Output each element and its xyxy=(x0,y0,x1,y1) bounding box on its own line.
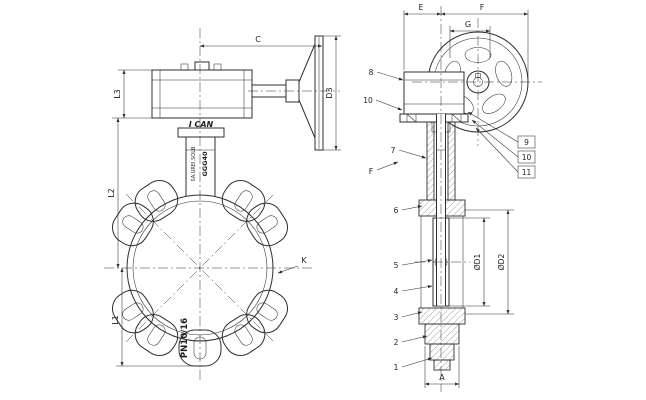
section-centerlines xyxy=(412,6,542,392)
dim-label-a: A xyxy=(439,373,445,382)
front-centerlines xyxy=(104,28,340,382)
section-view: E F G ØD1 ØD2 A 8 xyxy=(363,3,542,392)
callout-3: 3 xyxy=(394,313,399,322)
dim-label-e: E xyxy=(418,3,423,12)
dim-label-d2: ØD2 xyxy=(497,254,506,271)
valve-neck: SA.UREI.SOLB GGG40 xyxy=(177,127,225,196)
section-callouts-right: 9 10 11 xyxy=(467,111,536,179)
actuator-brand-label: I CAN xyxy=(189,120,214,129)
section-callouts-left: 8 10 7 F 6 5 4 3 2 1 xyxy=(363,68,433,372)
callout-10-right: 10 xyxy=(522,153,532,162)
dim-label-d1: ØD1 xyxy=(473,254,482,271)
front-dimensions: C D3 L3 L2 L1 K xyxy=(107,35,341,367)
dim-label-k: K xyxy=(301,256,307,265)
dim-label-d3: D3 xyxy=(325,87,334,98)
handwheel-side-profile xyxy=(252,35,324,151)
section-dimensions-diameter: ØD1 ØD2 xyxy=(449,209,514,315)
callout-6: 6 xyxy=(394,206,399,215)
dim-label-g: G xyxy=(465,20,471,29)
callout-8: 8 xyxy=(369,68,374,77)
callout-11: 11 xyxy=(522,168,532,177)
dim-label-l2: L2 xyxy=(107,188,116,198)
actuator-box: I CAN xyxy=(151,61,253,129)
section-dimensions-top: E F G xyxy=(403,3,529,80)
dim-label-c: C xyxy=(255,35,261,44)
callout-2: 2 xyxy=(394,338,399,347)
section-dimension-a: A xyxy=(424,346,460,388)
dim-label-l3: L3 xyxy=(113,89,122,99)
callout-1: 1 xyxy=(394,363,399,372)
callout-7: 7 xyxy=(391,146,396,155)
body-rating-text: PN10/16 xyxy=(180,318,190,358)
callout-10-left: 10 xyxy=(363,96,373,105)
dim-label-l1: L1 xyxy=(111,315,120,325)
section-marker-f: F xyxy=(369,167,374,176)
callout-4: 4 xyxy=(394,287,399,296)
gearbox xyxy=(399,71,469,123)
callout-5: 5 xyxy=(394,261,399,270)
neck-material-text: GGG40 xyxy=(201,151,209,177)
callout-9: 9 xyxy=(524,138,529,147)
neck-brand-text: SA.UREI.SOLB xyxy=(191,146,197,181)
front-view: SA.UREI.SOLB GGG40 I CAN PN10/16 xyxy=(104,28,341,382)
dim-label-f: F xyxy=(480,3,485,12)
body-section xyxy=(418,114,466,371)
